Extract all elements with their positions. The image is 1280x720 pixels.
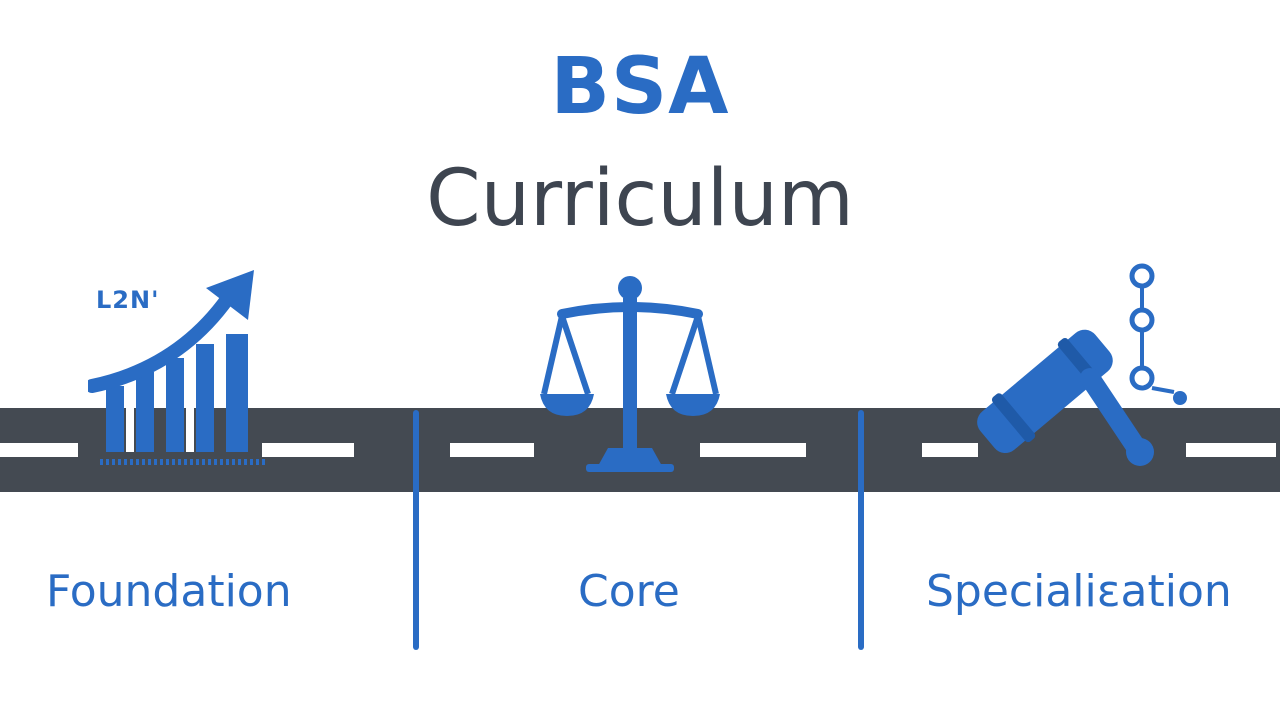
lane-dash — [1186, 443, 1276, 457]
growth-chart-icon — [88, 270, 266, 465]
lane-dash — [262, 443, 354, 457]
stage-label-specialisation: Specialiεation — [926, 566, 1232, 617]
stage-divider — [858, 410, 864, 650]
gavel-icon — [977, 263, 1187, 466]
stage-label-foundation: Foundation — [46, 566, 292, 617]
title-curriculum: Curriculum — [426, 154, 854, 244]
lane-dash — [0, 443, 78, 457]
title-bsa: BSA — [550, 42, 730, 132]
lane-dash — [922, 443, 978, 457]
stage-divider — [413, 410, 419, 650]
scales-of-justice-icon — [540, 276, 720, 472]
stage-label-core: Core — [578, 566, 680, 617]
lane-dash — [700, 443, 806, 457]
lane-dash — [450, 443, 534, 457]
chart-icon-text: L2N' — [96, 286, 160, 314]
